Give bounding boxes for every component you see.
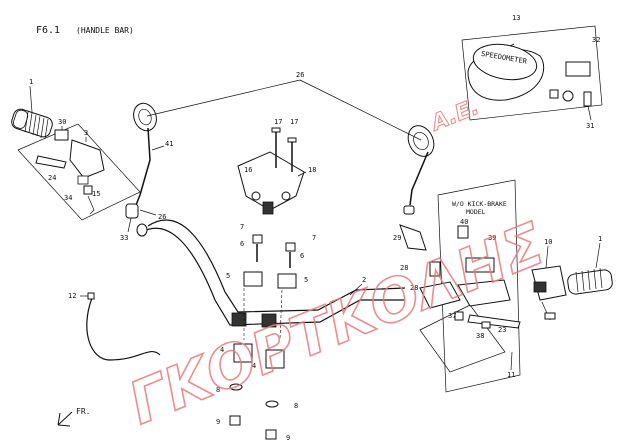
callout-34: 34 [64, 194, 72, 202]
left-switch-assembly [35, 139, 105, 215]
callout-33: 33 [120, 234, 128, 242]
kick-brake-note-line2: MODEL [466, 208, 486, 216]
callout-7a: 7 [240, 223, 244, 231]
callout-7b: 7 [312, 234, 316, 242]
handlebar-tube [136, 219, 406, 328]
figure-id: F6.1 [36, 25, 60, 36]
callout-24: 24 [48, 174, 56, 182]
watermark-suffix: Α.Ε. [426, 95, 482, 137]
callout-17a: 17 [274, 118, 282, 126]
speedometer-assembly: SPEEDOMETER [467, 43, 592, 107]
callout-9a: 9 [216, 418, 220, 426]
callout-8a: 8 [216, 386, 220, 394]
upper-bracket [237, 127, 305, 215]
front-direction-arrow-icon [57, 411, 73, 427]
clamp-stack-right [265, 242, 297, 440]
clamp-stack-left [229, 234, 263, 426]
callout-41: 41 [165, 140, 173, 148]
callout-3: 3 [84, 129, 88, 137]
leader-26-left [146, 79, 301, 117]
figure-title: (HANDLE BAR) [76, 26, 134, 35]
leader-26-right [299, 79, 422, 141]
front-direction-label: FR. [76, 407, 90, 416]
part-30-clamp [54, 129, 69, 141]
callout-26-top: 26 [296, 71, 304, 79]
callout-40: 40 [460, 218, 468, 226]
callout-28a: 28 [400, 264, 408, 272]
callout-17b: 17 [290, 118, 298, 126]
left-mirror [125, 102, 157, 219]
cable-end [87, 292, 95, 300]
callout-5a: 5 [226, 272, 230, 280]
callout-1-right: 1 [598, 235, 602, 243]
callout-39: 39 [488, 234, 496, 242]
kick-brake-group-box [437, 179, 521, 393]
callout-2: 2 [362, 276, 366, 284]
speedometer-group-box [461, 25, 603, 121]
callout-12: 12 [68, 292, 76, 300]
callout-32: 32 [592, 36, 600, 44]
callout-numbers: 1 30 3 24 34 15 41 26 26 13 32 31 17 17 … [29, 14, 602, 442]
callout-10: 10 [544, 238, 552, 246]
callout-6b: 6 [300, 252, 304, 260]
callout-5b: 5 [304, 276, 308, 284]
right-mirror [399, 125, 435, 251]
left-grip [11, 108, 53, 140]
right-brake-lever-assembly [419, 225, 521, 329]
throttle-cable [86, 297, 161, 361]
right-switch-assembly [531, 265, 567, 321]
callout-4a: 4 [220, 346, 224, 354]
callout-15: 15 [92, 190, 100, 198]
callout-28b: 28 [410, 284, 418, 292]
callout-23: 23 [498, 326, 506, 334]
callout-26-left: 26 [158, 213, 166, 221]
callout-37: 37 [448, 312, 456, 320]
callout-8b: 8 [294, 402, 298, 410]
callout-9b: 9 [286, 434, 290, 442]
right-grip [567, 267, 613, 295]
callout-1-left: 1 [29, 78, 33, 86]
callout-30: 30 [58, 118, 66, 126]
kick-brake-note-line1: W/O KICK-BRAKE [452, 200, 507, 208]
callout-31: 31 [586, 122, 594, 130]
leader-lines [29, 43, 601, 371]
callout-6a: 6 [240, 240, 244, 248]
callout-11: 11 [507, 371, 515, 379]
callout-16: 16 [244, 166, 252, 174]
callout-29: 29 [393, 234, 401, 242]
callout-38: 38 [476, 332, 484, 340]
callout-4b: 4 [252, 362, 256, 370]
callout-13: 13 [512, 14, 520, 22]
callout-18: 18 [308, 166, 316, 174]
right-lower-group-box [419, 304, 506, 373]
